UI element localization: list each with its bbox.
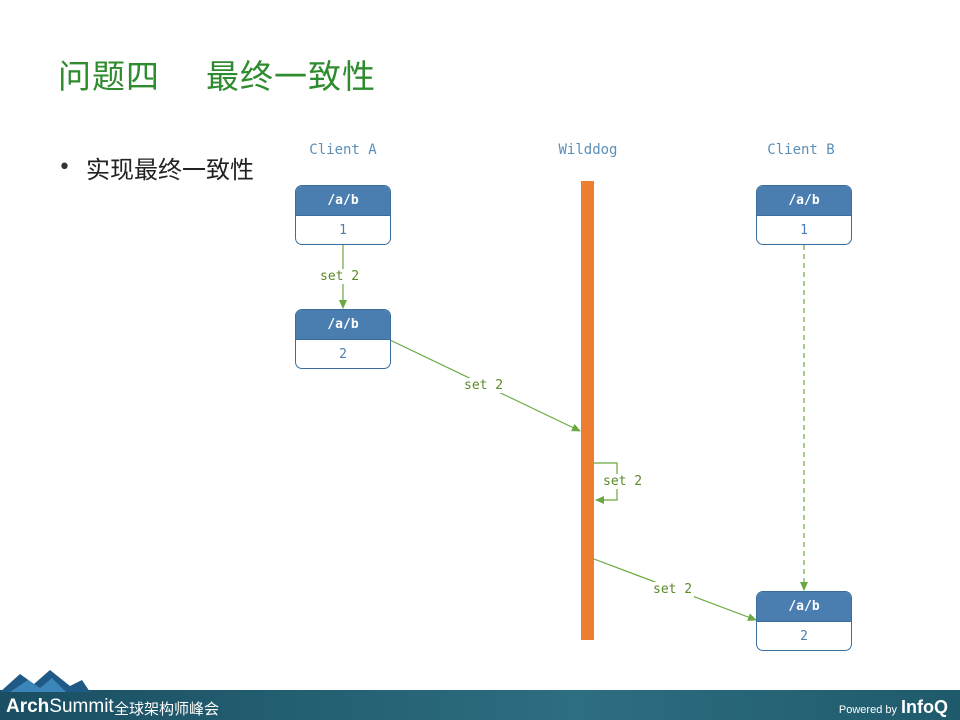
lane-label-wilddog: Wilddog	[558, 142, 618, 158]
node-value: 1	[800, 222, 808, 238]
node-client-a-updated: /a/b 2	[295, 309, 391, 369]
bullet-dot-icon: •	[58, 155, 71, 180]
node-client-a-initial: /a/b 1	[295, 185, 391, 245]
node-value: 2	[339, 346, 347, 362]
node-path: /a/b	[296, 186, 390, 216]
edge-label-a1-a2: set 2	[318, 269, 362, 284]
edges-layer	[339, 245, 808, 621]
node-client-b-updated: /a/b 2	[756, 591, 852, 651]
bullet-text: 实现最终一致性	[86, 156, 254, 184]
brand-chinese: 全球架构师峰会	[114, 700, 220, 718]
node-path: /a/b	[296, 310, 390, 340]
footer-bar	[0, 690, 960, 720]
infoq-logo: InfoQ	[901, 697, 948, 717]
archsummit-mountain-logo-icon	[0, 670, 90, 692]
wilddog-lifeline	[581, 181, 594, 640]
lane-label-client-b: Client B	[767, 142, 835, 158]
edge-label-wilddog-b2: set 2	[651, 582, 695, 597]
edge-label-a2-wilddog: set 2	[462, 378, 506, 393]
brand-bold: Arch	[6, 696, 50, 717]
brand-rest: Summit	[49, 696, 114, 717]
edge-label-wilddog-self: set 2	[601, 474, 645, 489]
node-value: 1	[339, 222, 347, 238]
powered-by-infoq: Powered by InfoQ	[839, 697, 948, 718]
powered-label: Powered by	[838, 704, 897, 716]
bullet-item: • 实现最终一致性	[58, 150, 254, 185]
node-value: 2	[800, 628, 808, 644]
node-path: /a/b	[757, 592, 851, 622]
lane-label-client-a: Client A	[309, 142, 377, 158]
archsummit-brand: ArchSummit	[6, 696, 114, 718]
node-path: /a/b	[757, 186, 851, 216]
node-client-b-initial: /a/b 1	[756, 185, 852, 245]
slide-title: 问题四 最终一致性	[58, 57, 376, 96]
